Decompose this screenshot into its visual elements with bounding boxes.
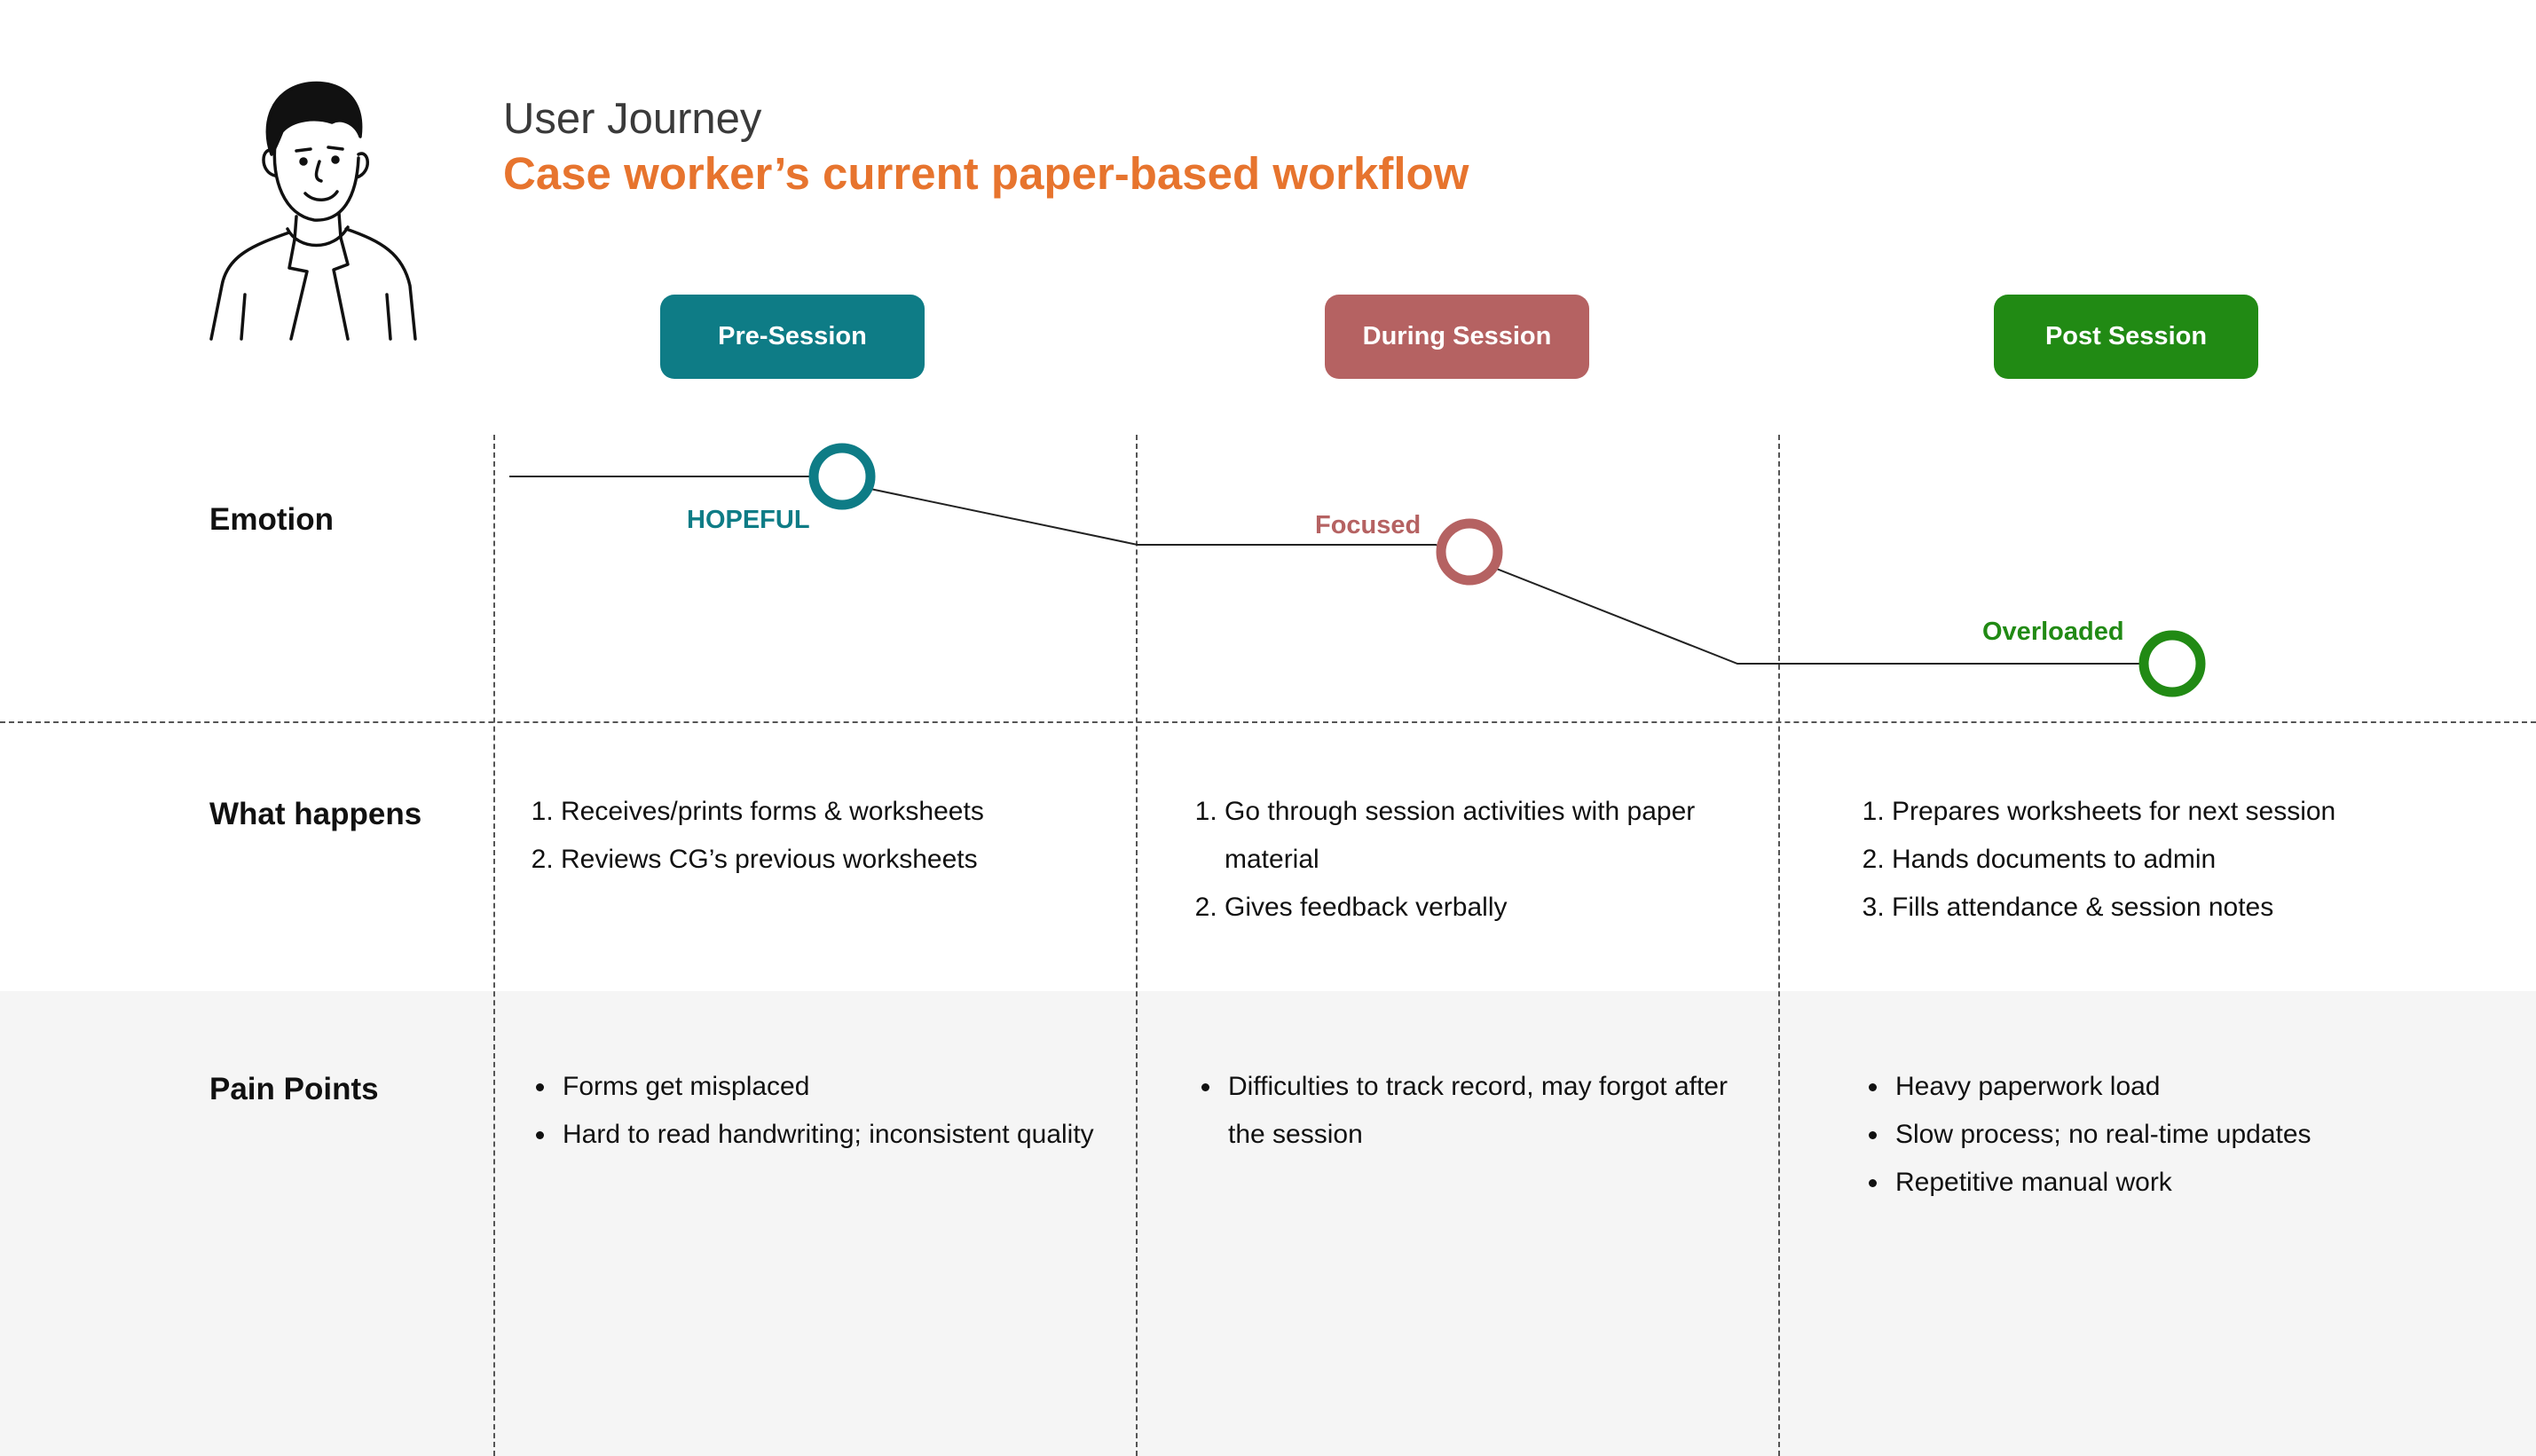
row-label-pain-points: Pain Points — [209, 1072, 379, 1106]
list-item: Fills attendance & session notes — [1892, 884, 2531, 932]
column-divider — [1778, 435, 1780, 1456]
list-item: Repetitive manual work — [1890, 1159, 2529, 1207]
journey-subtitle: User Journey — [503, 95, 762, 143]
emotion-marker-focused — [1436, 518, 1503, 586]
stage-during-session: During Session — [1325, 295, 1589, 379]
list-item: Receives/prints forms & worksheets — [561, 788, 1129, 836]
list-item: Forms get misplaced — [557, 1063, 1107, 1111]
emotion-label-hopeful: HOPEFUL — [687, 506, 810, 534]
stage-pre-session: Pre-Session — [660, 295, 925, 379]
pain-points-background — [0, 991, 2536, 1456]
pain-points-during-session: Difficulties to track record, may forgot… — [1193, 1063, 1755, 1159]
list-item: Gives feedback verbally — [1225, 884, 1721, 932]
emotion-row-divider — [0, 721, 2536, 723]
emotion-line — [509, 476, 2140, 665]
column-divider — [493, 435, 495, 1456]
emotion-label-focused: Focused — [1315, 511, 1422, 539]
emotion-marker-hopeful — [808, 443, 876, 510]
emotion-label-overloaded: Overloaded — [1982, 618, 2124, 646]
emotion-marker-overloaded — [2138, 630, 2206, 697]
stage-post-session: Post Session — [1994, 295, 2258, 379]
what-happens-pre-session: Receives/prints forms & worksheets Revie… — [527, 788, 1129, 884]
what-happens-post-session: Prepares worksheets for next session Han… — [1858, 788, 2531, 932]
what-happens-during-session: Go through session activities with paper… — [1191, 788, 1721, 932]
list-item: Hard to read handwriting; inconsistent q… — [557, 1111, 1107, 1159]
list-item: Reviews CG’s previous worksheets — [561, 836, 1129, 884]
person-avatar-icon — [209, 81, 417, 341]
row-label-emotion: Emotion — [209, 502, 334, 537]
list-item: Heavy paperwork load — [1890, 1063, 2529, 1111]
pain-points-pre-session: Forms get misplaced Hard to read handwri… — [527, 1063, 1107, 1159]
pain-points-post-session: Heavy paperwork load Slow process; no re… — [1860, 1063, 2529, 1207]
list-item: Hands documents to admin — [1892, 836, 2531, 884]
row-label-what-happens: What happens — [209, 797, 422, 831]
list-item: Go through session activities with paper… — [1225, 788, 1721, 884]
list-item: Difficulties to track record, may forgot… — [1223, 1063, 1755, 1159]
journey-title: Case worker’s current paper-based workfl… — [503, 148, 1469, 199]
list-item: Prepares worksheets for next session — [1892, 788, 2531, 836]
column-divider — [1136, 435, 1138, 1456]
list-item: Slow process; no real-time updates — [1890, 1111, 2529, 1159]
